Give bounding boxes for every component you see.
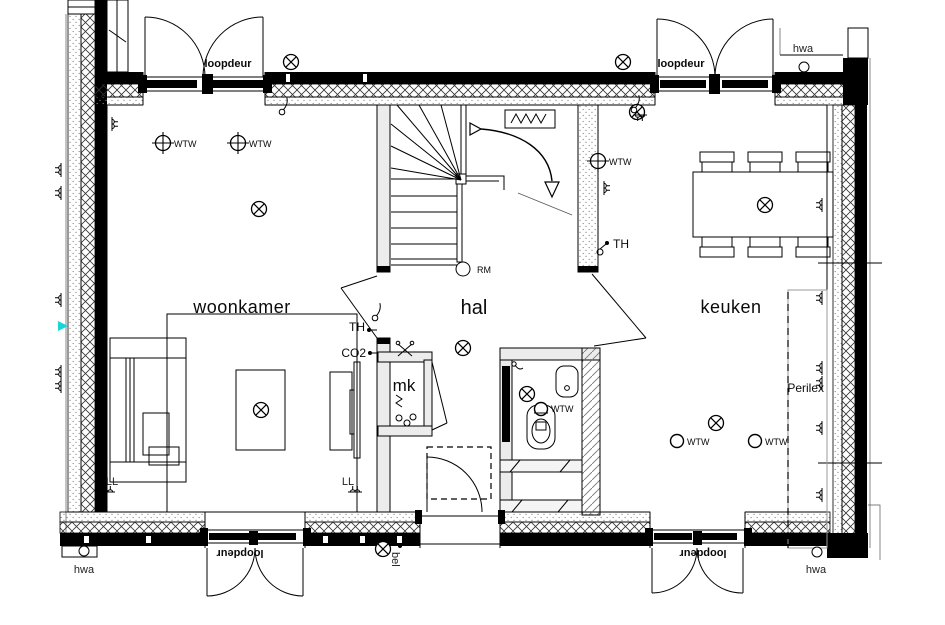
direction-marker-icon [58, 321, 68, 331]
double-switch-icon [395, 340, 415, 357]
door-label-bottom-left: loopdeur [216, 547, 264, 559]
living-room-furniture [109, 313, 361, 513]
ceiling-light-icon [454, 339, 472, 357]
room-label-meter-cupboard: mk [393, 376, 416, 395]
door-label-top-left: loopdeur [204, 58, 252, 70]
hwa-label-bottom-left: hwa [74, 564, 95, 576]
ceiling-light-icon [374, 540, 392, 558]
ceiling-light-icon [250, 200, 268, 218]
stair-headroom-outline [426, 446, 492, 500]
wtw-label-living-right: WTW [249, 139, 272, 149]
right-wall [779, 27, 882, 553]
washbasin [555, 365, 579, 398]
meter-cupboard [377, 351, 448, 437]
labels: woonkamer hal keuken mk loopdeur loopdeu… [74, 43, 827, 576]
dining-table [692, 151, 834, 258]
lamp-point-label-right: LL [342, 476, 354, 488]
room-label-living: woonkamer [192, 297, 291, 317]
lamp-point-label-left: LL [106, 476, 118, 488]
ceiling-light-icon [252, 401, 270, 419]
thermostat-kitchen-icon [596, 241, 609, 256]
ventilation-valves [151, 131, 763, 449]
wtw-label-kitchen-floor-left: WTW [687, 437, 710, 447]
wtw-point-icon [533, 401, 549, 417]
thermostat-kitchen-label: TH [613, 237, 629, 251]
wtw-label-kitchen-floor-right: WTW [765, 437, 788, 447]
ceiling-light-icon [707, 414, 725, 432]
room-label-hall: hal [461, 297, 488, 319]
vent-unit-box [504, 109, 556, 129]
ceiling-light-icon [518, 385, 536, 403]
sofa [109, 337, 187, 483]
hwa-pipe-icon [78, 545, 90, 557]
door-label-bottom-right: loopdeur [679, 547, 727, 559]
smoke-detector-icon [455, 261, 471, 277]
coffee-table [235, 369, 286, 451]
thermostat-living-label: TH [349, 320, 365, 334]
ceiling-light-icon [614, 53, 632, 71]
doorbell-label: bel [389, 552, 401, 567]
wtw-valve-icon [226, 131, 250, 155]
doorbell-dot [398, 544, 402, 548]
co2-sensor-label: CO2 [341, 346, 366, 360]
room-label-kitchen: keuken [700, 297, 761, 317]
smoke-detector-label: RM [477, 265, 491, 275]
staircase [390, 104, 573, 266]
wtw-label-living-left: WTW [174, 139, 197, 149]
bottom-wall [59, 504, 881, 560]
wtw-valve-icon [151, 131, 175, 155]
interior-walls [376, 104, 601, 516]
co2-sensor-icon [368, 351, 378, 355]
hwa-label-top-right: hwa [793, 43, 814, 55]
wtw-label-toilet: WTW [551, 404, 574, 414]
door-bottom-left [200, 512, 311, 597]
stair-direction-arrow [469, 121, 560, 199]
wtw-point-icon [747, 433, 763, 449]
hwa-label-bottom-right: hwa [806, 564, 827, 576]
door-hall-kitchen [591, 273, 647, 347]
hwa-pipe-icon [811, 546, 823, 558]
wtw-point-icon [669, 433, 685, 449]
perilex-label: Perilex [787, 381, 824, 395]
ceiling-light-icon [756, 196, 774, 214]
door-label-top-right: loopdeur [657, 58, 705, 70]
hwa-pipe-icon [798, 61, 810, 73]
toilet-room [499, 347, 601, 516]
door-top-right [650, 18, 781, 105]
ceiling-light-icon [282, 53, 300, 71]
kitchen-furniture [692, 151, 834, 549]
rainwater-pipes [78, 61, 823, 558]
front-door [415, 446, 505, 548]
door-bottom-right [645, 512, 752, 594]
door-top-left [138, 16, 272, 105]
wtw-label-kitchen-wall: WTW [609, 157, 632, 167]
thermostat-living-icon [367, 302, 381, 332]
kitchen-counter [787, 289, 828, 549]
tv-cabinet [329, 361, 361, 459]
